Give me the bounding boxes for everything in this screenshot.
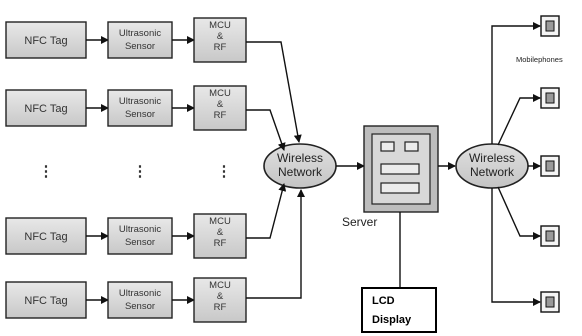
mcu-rf-label: & [217,291,224,302]
mcu-rf-label: MCU [209,88,231,99]
mobilephone-icon [540,225,560,247]
mobilephone-icon [540,155,560,177]
ultrasonic-sensor-label: Ultrasonic [119,96,161,107]
ellipsis-row: ⋮ ⋮ ⋮ [39,163,232,180]
server-drive-2 [380,182,420,194]
ellipsis-dots: ⋮ [39,163,54,180]
ultrasonic-sensor-label: Sensor [125,237,155,248]
mobilephone-icon [540,291,560,313]
wireless-network-right-line1: Wireless [469,151,515,165]
nfc-tag-label: NFC Tag [24,35,67,47]
wireless-network-right-line2: Network [470,165,515,179]
ultrasonic-sensor-label: Ultrasonic [119,224,161,235]
mobilephone-icon [540,87,560,109]
wireless-network-left: Wireless Network [263,143,337,189]
branch-mobile-1 [491,22,541,144]
connector-row4 [246,189,305,299]
nfc-tag-label: NFC Tag [24,103,67,115]
branch-mobile-5 [491,188,541,306]
mcu-rf-box [193,17,247,63]
mcu-rf-box [193,277,247,323]
ellipsis-dots: ⋮ [133,163,148,180]
wireless-network-left-line2: Network [278,165,323,179]
nfc-tag-box [5,281,87,319]
mobile-branches [491,22,541,306]
connector-row2 [246,109,286,151]
mcu-rf-label: RF [214,238,227,249]
ultrasonic-sensor-box [107,217,173,255]
mcu-rf-label: MCU [209,280,231,291]
ultrasonic-sensor-label: Sensor [125,41,155,52]
server-label: Server [342,215,377,229]
mcu-rf-label: RF [214,302,227,313]
branch-mobile-4 [497,186,541,240]
lcd-display-box [361,287,437,333]
nfc-tag-box [5,217,87,255]
mcu-rf-box [193,213,247,259]
wireless-network-left-line1: Wireless [277,151,323,165]
ultrasonic-sensor-label: Sensor [125,109,155,120]
mcu-rf-label: MCU [209,20,231,31]
mcu-rf-label: & [217,99,224,110]
mcu-rf-label: RF [214,110,227,121]
lcd-display: LCD Display [361,287,437,333]
server: Server [342,125,439,229]
mcu-rf-box [193,85,247,131]
lcd-display-line1: LCD [372,295,395,307]
nfc-tag-box [5,21,87,59]
server-drive-1 [380,163,420,175]
mobilephone-icon [540,15,560,37]
server-slot-left [380,141,395,152]
ellipsis-dots: ⋮ [217,163,232,180]
connector-row3 [246,183,287,239]
ultrasonic-sensor-label: Ultrasonic [119,288,161,299]
mobilephones [540,15,560,313]
ultrasonic-sensor-box [107,281,173,319]
nfc-tag-label: NFC Tag [24,295,67,307]
ultrasonic-sensor-label: Sensor [125,301,155,312]
branch-mobile-2 [497,94,541,146]
mcu-rf-label: RF [214,42,227,53]
mcu-to-network-connectors [246,41,305,299]
server-slot-right [404,141,419,152]
wireless-network-right: Wireless Network [455,143,529,189]
ultrasonic-sensor-box [107,21,173,59]
mcu-rf-label: MCU [209,216,231,227]
ultrasonic-sensor-label: Ultrasonic [119,28,161,39]
mcu-rf-label: & [217,31,224,42]
lcd-display-line2: Display [372,314,412,326]
mcu-rf-label: & [217,227,224,238]
mobilephones-label: Mobilephones [516,55,563,64]
nfc-tag-label: NFC Tag [24,231,67,243]
connector-row1 [246,41,302,143]
